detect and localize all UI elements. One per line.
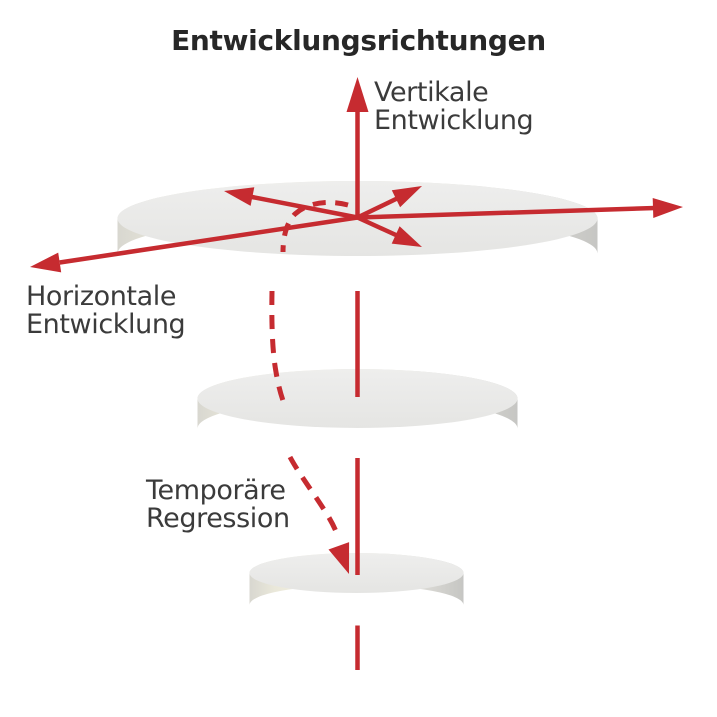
regression-curve-middle	[269, 290, 288, 407]
diagram-title: Entwicklungsrichtungen	[171, 24, 546, 57]
middle-disc-face	[197, 369, 518, 428]
temporary-regression-label-line2: Regression	[146, 503, 290, 534]
vertical-development-label-line2: Entwicklung	[374, 105, 534, 136]
horizontal-arrow-downright-head-icon	[391, 226, 422, 247]
vertical-development-label: Vertikale Entwicklung	[374, 77, 534, 136]
temporary-regression-label: Temporäre Regression	[146, 477, 290, 533]
vertical-axis-arrowhead-icon	[346, 77, 369, 112]
horizontal-arrows	[30, 186, 683, 273]
horizontal-arrow-upleft-head-icon	[224, 187, 255, 206]
regression-curve-upper	[280, 199, 349, 253]
horizontal-development-label-line1: Horizontale	[26, 281, 177, 312]
horizontal-arrow-downright-line	[356, 215, 398, 238]
horizontal-development-label-line2: Entwicklung	[26, 309, 186, 340]
horizontal-arrow-upright-line	[356, 196, 398, 220]
temporary-regression-label-line1: Temporäre	[146, 475, 286, 506]
regression-arrowhead-icon	[328, 542, 350, 574]
horizontal-arrow-left-head-icon	[30, 252, 62, 273]
horizontal-arrow-right-line	[357, 205, 656, 220]
horizontal-development-label: Horizontale Entwicklung	[26, 281, 186, 340]
horizontal-arrow-left-line	[59, 215, 358, 265]
horizontal-arrow-upleft-line	[251, 194, 358, 220]
horizontal-arrow-right-head-icon	[652, 198, 683, 218]
middle-disc	[197, 369, 518, 429]
horizontal-arrow-upright-head-icon	[391, 186, 422, 208]
vertical-development-label-line1: Vertikale	[374, 77, 489, 108]
regression-curve-lower	[287, 455, 340, 535]
